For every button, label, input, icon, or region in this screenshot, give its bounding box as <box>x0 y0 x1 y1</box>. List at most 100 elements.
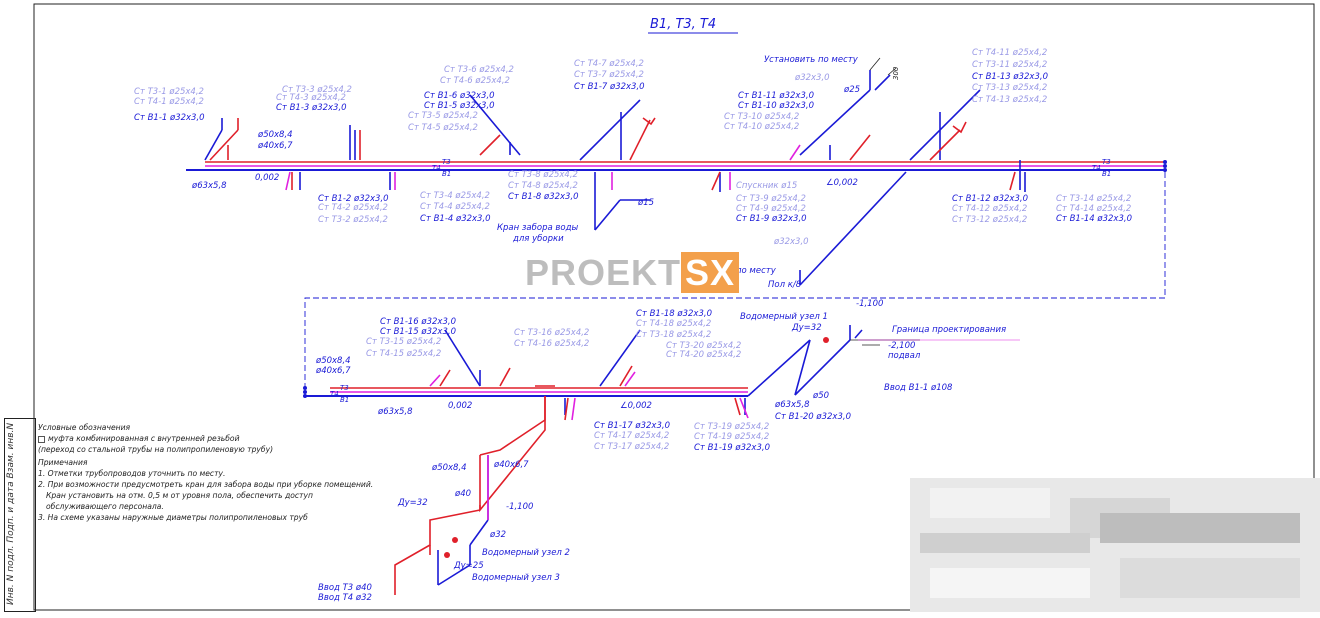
label: Ст Т3-16 ø25х4,2 <box>514 328 589 338</box>
legend-item: муфта комбинированная с внутренней резьб… <box>38 433 508 444</box>
label: ø63х5,8 <box>377 407 413 417</box>
label: -1,100 <box>856 299 883 309</box>
label: ø40х6,7 <box>257 141 293 151</box>
label: Ст Т4-10 ø25х4,2 <box>724 122 799 132</box>
label: ø50х8,4 <box>315 356 351 366</box>
label: 300 <box>892 66 900 80</box>
label: Ст Т3-7 ø25х4,2 <box>574 70 644 80</box>
notes-title: Примечания <box>38 458 88 467</box>
label: Ст Т4-5 ø25х4,2 <box>408 123 478 133</box>
label: Ду=32 <box>397 498 428 508</box>
label: Т4 <box>330 390 339 398</box>
label: Ст Т3-8 ø25х4,2 <box>508 170 578 180</box>
label: Ст Т3-4 ø25х4,2 <box>420 191 490 201</box>
label: Т3 <box>340 384 349 392</box>
label: Ст Т4-8 ø25х4,2 <box>508 181 578 191</box>
note-2c: обслуживающего персонала. <box>46 502 164 511</box>
label: ø50х8,4 <box>257 130 293 140</box>
label: Ст В1-17 ø32х3,0 <box>594 421 670 431</box>
label: Ст Т4-4 ø25х4,2 <box>420 202 490 212</box>
label: 0,002 <box>448 401 472 411</box>
label: ∠0,002 <box>826 178 858 188</box>
upper-scheme: Ст Т3-1 ø25х4,2 Ст Т4-1 ø25х4,2 Ст Т3-3 … <box>134 48 1167 388</box>
label: В1 <box>340 396 349 404</box>
label: Ввод Т4 ø32 <box>318 593 372 603</box>
label: Ст Т3-13 ø25х4,2 <box>972 83 1047 93</box>
label: Т4 <box>432 164 441 172</box>
label: -1,100 <box>506 502 533 512</box>
label: Ст В1-12 ø32х3,0 <box>952 194 1028 204</box>
label: Ст В1-10 ø32х3,0 <box>738 101 814 111</box>
label: Ст В1-13 ø32х3,0 <box>972 72 1048 82</box>
label: Ст Т4-1 ø25х4,2 <box>134 97 204 107</box>
label: Ст Т4-20 ø25х4,2 <box>666 350 741 360</box>
label: ø40 <box>454 489 471 499</box>
label: Ст Т4-11 ø25х4,2 <box>972 48 1047 58</box>
label: Ст Т3-5 ø25х4,2 <box>408 111 478 121</box>
label: ø40х6,7 <box>315 366 351 376</box>
label: Ст В1-15 ø32х3,0 <box>380 327 456 337</box>
label: Спускник ø15 <box>736 181 797 191</box>
note-2: 2. При возможности предусмотреть кран дл… <box>38 480 374 489</box>
label: Ст В1-1 ø32х3,0 <box>134 113 205 123</box>
side-stamp <box>4 418 36 612</box>
label: Ввод Т3 ø40 <box>318 583 372 593</box>
label: ø40х6,7 <box>493 460 529 470</box>
label: Ст В1-7 ø32х3,0 <box>574 82 645 92</box>
label: В1 <box>1102 170 1111 178</box>
label: ø32х3,0 <box>794 73 830 83</box>
lower-scheme: Ст Т3-15 ø25х4,2 Ст Т4-15 ø25х4,2 Ст Т3-… <box>303 299 1020 603</box>
label: Т3 <box>442 158 451 166</box>
label: Ст Т4-6 ø25х4,2 <box>440 76 510 86</box>
label: -2,100 <box>888 341 915 351</box>
label: подвал <box>888 351 921 361</box>
label: Т4 <box>1092 164 1101 172</box>
label: Ст Т4-15 ø25х4,2 <box>366 349 441 359</box>
label: Ст В1-18 ø32х3,0 <box>636 309 712 319</box>
drawing-frame <box>33 3 1315 611</box>
label: Ст Т4-16 ø25х4,2 <box>514 339 589 349</box>
label: Ст Т3-9 ø25х4,2 <box>736 194 806 204</box>
note-3: 3. На схеме указаны наружные диаметры по… <box>38 513 308 522</box>
blurred-title-block <box>910 478 1320 612</box>
label: Установить по месту <box>764 55 859 65</box>
label: Ст Т3-2 ø25х4,2 <box>318 215 388 225</box>
note-2b: Кран установить на отм. 0,5 м от уровня … <box>46 491 313 500</box>
label: Ст В1-5 ø32х3,0 <box>424 101 495 111</box>
label: Ст Т4-19 ø25х4,2 <box>694 432 769 442</box>
label: Ст В1-2 ø32х3,0 <box>318 194 389 204</box>
label: для уборки <box>512 234 564 244</box>
label: ø63х5,8 <box>774 400 810 410</box>
label: Ст В1-3 ø32х3,0 <box>276 103 347 113</box>
label: Ввод В1-1 ø108 <box>884 383 953 393</box>
label: ø50х8,4 <box>431 463 467 473</box>
label: Ст Т3-15 ø25х4,2 <box>366 337 441 347</box>
label: Водомерный узел 1 <box>740 312 828 322</box>
label: Ст Т3-6 ø25х4,2 <box>444 65 514 75</box>
label: Ст Т3-1 ø25х4,2 <box>134 87 204 97</box>
side-stamp-label: Инв. N подл. Подп. и дата Взам. инв.N <box>6 422 16 606</box>
label: ∠0,002 <box>620 401 652 411</box>
label: Ст Т4-13 ø25х4,2 <box>972 95 1047 105</box>
label: Ст В1-14 ø32х3,0 <box>1056 214 1132 224</box>
label: Ст Т3-11 ø25х4,2 <box>972 60 1047 70</box>
upper-lower-link <box>304 172 1166 388</box>
label: Ст Т4-14 ø25х4,2 <box>1056 204 1131 214</box>
label: 0,002 <box>255 173 279 183</box>
label: Ст В1-19 ø32х3,0 <box>694 443 770 453</box>
label: Ст Т3-18 ø25х4,2 <box>636 330 711 340</box>
label: Кран забора воды <box>497 223 578 233</box>
label: Ст Т4-17 ø25х4,2 <box>594 431 669 441</box>
label: Ст Т3-20 ø25х4,2 <box>666 341 741 351</box>
label: ø25 <box>843 85 860 95</box>
legend-item-note: (переход со стальной трубы на полипропил… <box>38 445 274 454</box>
label: Ст Т3-10 ø25х4,2 <box>724 112 799 122</box>
label: Ст В1-16 ø32х3,0 <box>380 317 456 327</box>
label: Ст Т4-18 ø25х4,2 <box>636 319 711 329</box>
label: Ст Т4-3 ø25х4,2 <box>276 93 346 103</box>
label: Ст Т4-12 ø25х4,2 <box>952 204 1027 214</box>
label: Пол к/8 <box>768 280 802 290</box>
label: Ст В1-4 ø32х3,0 <box>420 214 491 224</box>
